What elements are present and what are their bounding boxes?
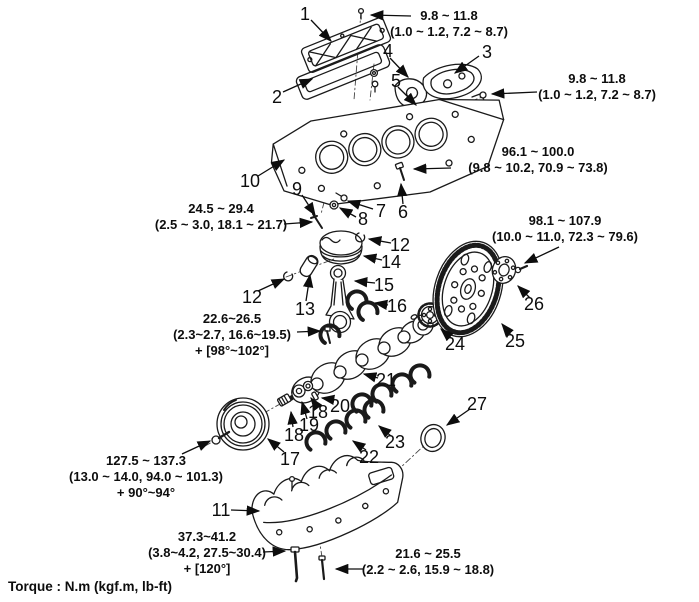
bedplate-long-bolt — [290, 546, 300, 583]
callout-6: 6 — [397, 202, 409, 222]
callout-8: 8 — [357, 209, 369, 229]
torque-line: 9.8 ~ 11.8 — [568, 71, 626, 86]
callout-4: 4 — [382, 41, 394, 61]
torque-line: 24.5 ~ 29.4 — [188, 201, 254, 216]
torque-label-valve-cover-bolt: 9.8 ~ 11.8 (1.0 ~ 1.2, 7.2 ~ 8.7) — [390, 8, 508, 40]
flywheel-bolt — [514, 264, 529, 274]
torque-line: (13.0 ~ 14.0, 94.0 ~ 101.3) — [69, 469, 223, 484]
torque-line: (2.2 ~ 2.6, 15.9 ~ 18.8) — [361, 562, 495, 577]
flywheel-part — [432, 240, 504, 338]
cover-plate-part — [422, 63, 482, 100]
callout-22: 22 — [358, 447, 380, 467]
callout-11: 11 — [211, 500, 231, 520]
torque-leader-lines — [181, 10, 560, 575]
cylinder-block-part — [270, 98, 505, 206]
torque-line: 9.8 ~ 11.8 — [420, 8, 478, 23]
pulley-center-bolt — [211, 430, 231, 445]
oil-jet-and-plug-parts — [310, 192, 348, 229]
callout-25: 25 — [504, 331, 526, 351]
callout-19: 19 — [298, 415, 320, 435]
torque-line: (1.0 ~ 1.2, 7.2 ~ 8.7) — [390, 24, 508, 39]
torque-line: (3.8~4.2, 27.5~30.4) — [148, 545, 266, 560]
torque-line: 127.5 ~ 137.3 — [106, 453, 186, 468]
main-bearing-lower-parts — [304, 398, 386, 452]
torque-label-bedplate-long-bolt: 37.3~41.2 (3.8~4.2, 27.5~30.4) + [120°] — [148, 529, 266, 577]
valve-cover-bolt — [357, 7, 365, 20]
callout-12-left: 12 — [241, 287, 263, 307]
torque-line: + [120°] — [183, 561, 231, 576]
piston-part — [319, 230, 363, 265]
torque-label-head-bolt: 96.1 ~ 100.0 (9.8 ~ 10.2, 70.9 ~ 73.8) — [468, 144, 608, 176]
callout-18-a: 18 — [307, 402, 329, 422]
torque-label-oil-jet: 24.5 ~ 29.4 (2.5 ~ 3.0, 18.1 ~ 21.7) — [155, 201, 287, 233]
flywheel-adapter-plate-part — [491, 256, 529, 284]
torque-label-rod-bolt: 22.6~26.5 (2.3~2.7, 16.6~19.5) + [98°~10… — [173, 311, 291, 359]
valve-cover-part — [300, 17, 392, 73]
callout-3: 3 — [481, 42, 493, 62]
callout-17: 17 — [279, 449, 301, 469]
torque-line: (2.3~2.7, 16.6~19.5) — [173, 327, 291, 342]
torque-label-pulley-bolt: 127.5 ~ 137.3 (13.0 ~ 14.0, 94.0 ~ 101.3… — [69, 453, 223, 501]
callout-14: 14 — [380, 252, 402, 272]
callout-7: 7 — [375, 201, 387, 221]
torque-line: (2.5 ~ 3.0, 18.1 ~ 21.7) — [154, 217, 288, 232]
torque-line: 22.6~26.5 — [202, 311, 262, 326]
piston-pin-part — [299, 254, 319, 278]
torque-line: 21.6 ~ 25.5 — [395, 546, 461, 561]
torque-line: 98.1 ~ 107.9 — [528, 213, 602, 228]
snap-ring-parts — [283, 232, 366, 282]
torque-label-flywheel-bolt: 98.1 ~ 107.9 (10.0 ~ 11.0, 72.3 ~ 79.6) — [492, 213, 638, 245]
callout-10: 10 — [239, 171, 261, 191]
callout-2: 2 — [271, 87, 283, 107]
callout-9: 9 — [291, 179, 303, 199]
callout-16: 16 — [386, 296, 408, 316]
callout-1: 1 — [299, 4, 311, 24]
torque-line: + [98°~102°] — [194, 343, 269, 358]
torque-label-timing-cover-bolt: 9.8 ~ 11.8 (1.0 ~ 1.2, 7.2 ~ 8.7) — [538, 71, 656, 103]
callout-23: 23 — [384, 432, 406, 452]
torque-line: 96.1 ~ 100.0 — [501, 144, 575, 159]
rear-oil-seal-part — [420, 423, 446, 453]
callout-13: 13 — [294, 299, 316, 319]
callout-leader-lines — [230, 19, 531, 516]
callout-5: 5 — [390, 71, 402, 91]
callout-21: 21 — [375, 370, 397, 390]
torque-line: (9.8 ~ 10.2, 70.9 ~ 73.8) — [468, 160, 608, 175]
callout-18-b: 18 — [283, 425, 305, 445]
callout-26: 26 — [523, 294, 545, 314]
callout-27: 27 — [466, 394, 488, 414]
callout-20: 20 — [329, 396, 351, 416]
rod-bolt — [324, 326, 331, 344]
bedplate-part — [251, 455, 404, 551]
callout-24: 24 — [444, 334, 466, 354]
block-side-bolt — [394, 161, 405, 181]
torque-line: (10.0 ~ 11.0, 72.3 ~ 79.6) — [491, 229, 639, 244]
callout-12-right: 12 — [389, 235, 411, 255]
torque-units-note: Torque : N.m (kgf.m, lb-ft) — [8, 579, 172, 594]
callout-15: 15 — [373, 275, 395, 295]
torque-line: (1.0 ~ 1.2, 7.2 ~ 8.7) — [538, 87, 656, 102]
torque-label-bedplate-short-bolt: 21.6 ~ 25.5 (2.2 ~ 2.6, 15.9 ~ 18.8) — [362, 546, 494, 578]
bedplate-short-bolt — [318, 555, 326, 581]
timing-cover-bolt — [471, 91, 487, 104]
connecting-rod-part — [325, 264, 355, 334]
crankshaft-pulley-part — [211, 397, 270, 451]
torque-line: + 90°~94° — [116, 485, 176, 500]
torque-line: 37.3~41.2 — [177, 529, 237, 544]
spark-plug-tube-seals — [369, 68, 379, 93]
small-bolt — [288, 475, 296, 490]
